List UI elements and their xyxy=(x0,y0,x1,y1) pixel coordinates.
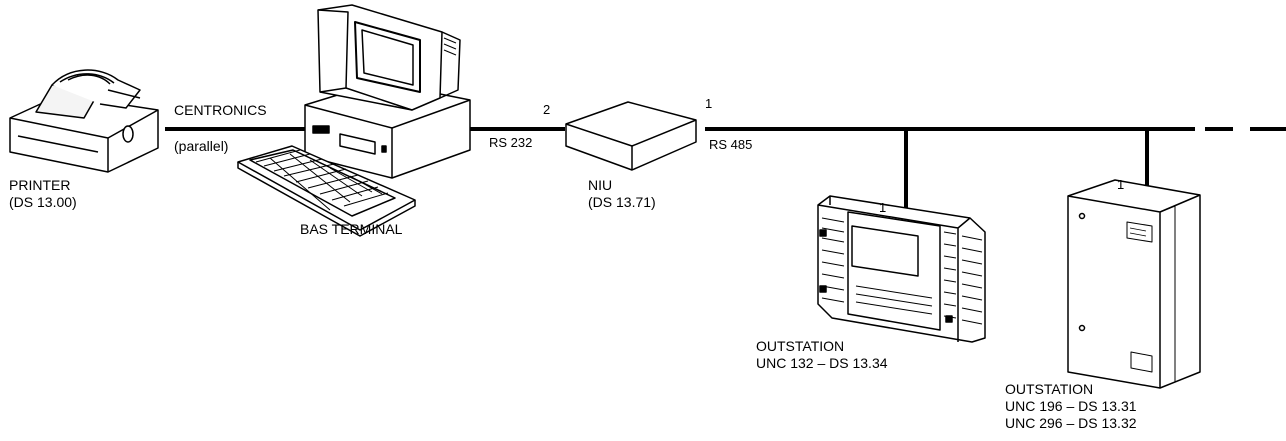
printer-ds-label: (DS 13.00) xyxy=(9,194,77,211)
centronics-label: CENTRONICS xyxy=(174,102,267,119)
printer-label: PRINTER xyxy=(9,177,70,194)
outstation-unc196-icon xyxy=(1068,180,1200,388)
port-niu-out-label: 1 xyxy=(705,95,712,112)
parallel-label: (parallel) xyxy=(174,138,228,155)
niu-icon xyxy=(566,102,696,170)
printer-icon xyxy=(10,70,158,172)
outstation1-model: UNC 132 – DS 13.34 xyxy=(756,355,888,372)
outstation1-title: OUTSTATION xyxy=(756,338,844,355)
bas-terminal-icon xyxy=(238,5,470,236)
port-outstation1-label: 1 xyxy=(879,199,886,216)
niu-ds-label: (DS 13.71) xyxy=(588,194,656,211)
bas-terminal-label: BAS TERMINAL xyxy=(300,221,402,238)
outstation2-model-b: UNC 296 – DS 13.32 xyxy=(1005,415,1137,432)
outstation2-title: OUTSTATION xyxy=(1005,381,1093,398)
rs485-label: RS 485 xyxy=(709,136,752,153)
port-outstation2-label: 1 xyxy=(1117,176,1124,193)
outstation2-model-a: UNC 196 – DS 13.31 xyxy=(1005,398,1137,415)
niu-label: NIU xyxy=(588,177,612,194)
outstation-unc132-icon xyxy=(818,196,985,342)
port-niu-in-label: 2 xyxy=(543,101,550,118)
rs232-label: RS 232 xyxy=(489,134,532,151)
